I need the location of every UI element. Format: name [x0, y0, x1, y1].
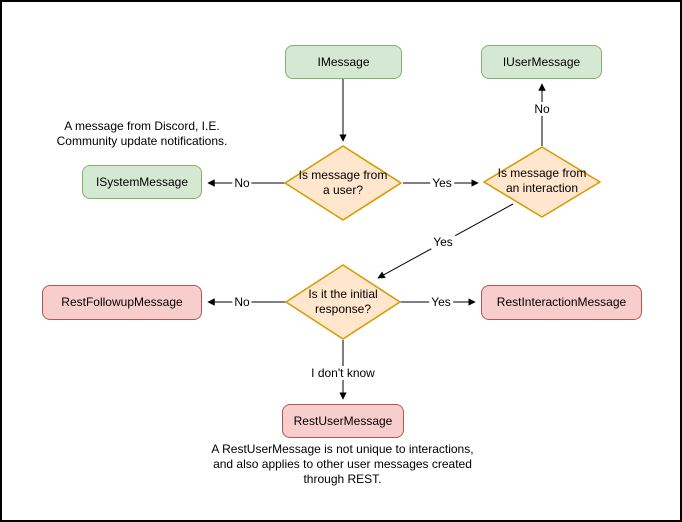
- node-restusermessage: RestUserMessage: [282, 404, 404, 438]
- decision-initial-response-shape: [285, 264, 401, 340]
- edge-label-i-dont-know: I don't know: [309, 366, 377, 380]
- node-iusermessage: IUserMessage: [481, 45, 602, 79]
- node-restusermessage-label: RestUserMessage: [293, 413, 393, 428]
- note-rest-user-message: A RestUserMessage is not unique to inter…: [211, 442, 474, 486]
- node-restinteractionmessage-label: RestInteractionMessage: [496, 295, 627, 310]
- node-isystemmessage-label: ISystemMessage: [95, 174, 189, 189]
- node-imessage-label: IMessage: [317, 54, 370, 69]
- decision-from-interaction-shape: [483, 146, 601, 218]
- decision-initial-response-label: Is it the initial response?: [308, 287, 378, 316]
- node-restinteractionmessage: RestInteractionMessage: [481, 285, 642, 320]
- edge-label-initial-no: No: [232, 295, 252, 309]
- node-isystemmessage: ISystemMessage: [82, 165, 202, 199]
- node-restfollowupmessage: RestFollowupMessage: [42, 285, 202, 320]
- edge-label-user-no: No: [232, 176, 252, 190]
- edge-label-interaction-yes: Yes: [431, 235, 455, 249]
- edge-label-initial-yes: Yes: [429, 295, 453, 309]
- edge-label-interaction-no: No: [532, 102, 552, 116]
- node-imessage: IMessage: [285, 45, 402, 79]
- decision-from-user-shape: [284, 145, 402, 221]
- decision-from-interaction-label: Is message from an interaction: [497, 166, 587, 195]
- edge-label-user-yes: Yes: [430, 176, 454, 190]
- node-restfollowupmessage-label: RestFollowupMessage: [61, 295, 183, 310]
- note-system-message: A message from Discord, I.E. Community u…: [56, 119, 228, 148]
- decision-from-user-label: Is message from a user?: [298, 168, 388, 197]
- node-iusermessage-label: IUserMessage: [502, 54, 581, 69]
